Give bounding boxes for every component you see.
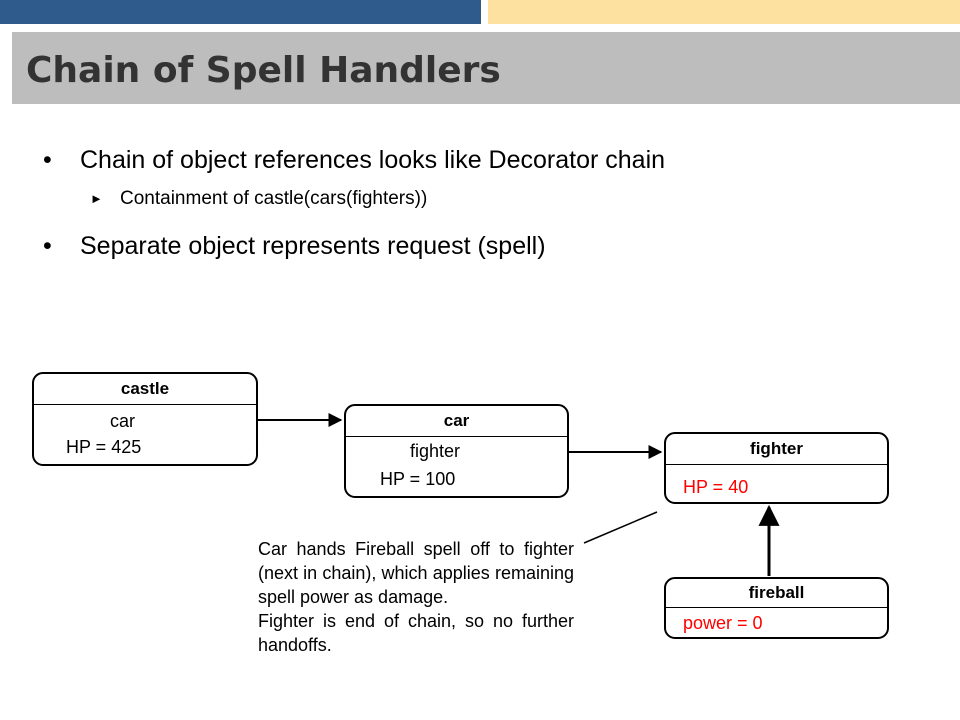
bullet-dot-icon: • bbox=[43, 146, 52, 174]
fireball-power: power = 0 bbox=[683, 613, 763, 633]
car-fighter-ref: fighter bbox=[410, 441, 461, 461]
annotation-note: Car hands Fireball spell off to fighter … bbox=[258, 537, 574, 657]
car-hp: HP = 100 bbox=[380, 469, 456, 489]
sub-bullet-text: Containment of castle(cars(fighters)) bbox=[120, 188, 428, 209]
castle-car-ref: car bbox=[110, 411, 136, 431]
bullet-text: Separate object represents request (spel… bbox=[80, 232, 546, 260]
fighter-hp: HP = 40 bbox=[683, 477, 749, 497]
fireball-box: fireball power = 0 bbox=[664, 577, 889, 639]
slide-title: Chain of Spell Handlers bbox=[26, 50, 501, 91]
fighter-box-title: fighter bbox=[666, 434, 887, 465]
fighter-box: fighter HP = 40 bbox=[664, 432, 889, 504]
bullet-list: • Chain of object references looks like … bbox=[40, 142, 940, 264]
bullet-text: Chain of object references looks like De… bbox=[80, 146, 666, 174]
top-accent-bar-right bbox=[488, 0, 960, 24]
arrow-bullet-icon: ► bbox=[90, 191, 103, 206]
castle-hp: HP = 425 bbox=[66, 437, 142, 457]
note-pointer-line bbox=[583, 511, 658, 544]
bullet-dot-icon: • bbox=[43, 232, 52, 260]
castle-box: castle car HP = 425 bbox=[32, 372, 258, 466]
title-band bbox=[12, 32, 960, 104]
note-text-handoff: Car hands Fireball spell off to fighter … bbox=[258, 539, 574, 607]
note-text-end: Fighter is end of chain, so no further h… bbox=[258, 611, 574, 655]
car-box-title: car bbox=[346, 406, 567, 437]
car-box: car fighter HP = 100 bbox=[344, 404, 569, 498]
fireball-box-title: fireball bbox=[666, 579, 887, 608]
bullet-item: • Separate object represents request (sp… bbox=[40, 228, 940, 264]
sub-bullet-item: ► Containment of castle(cars(fighters)) bbox=[40, 186, 940, 212]
top-accent-bar-left bbox=[0, 0, 481, 24]
castle-box-title: castle bbox=[34, 374, 256, 405]
bullet-item: • Chain of object references looks like … bbox=[40, 142, 940, 178]
